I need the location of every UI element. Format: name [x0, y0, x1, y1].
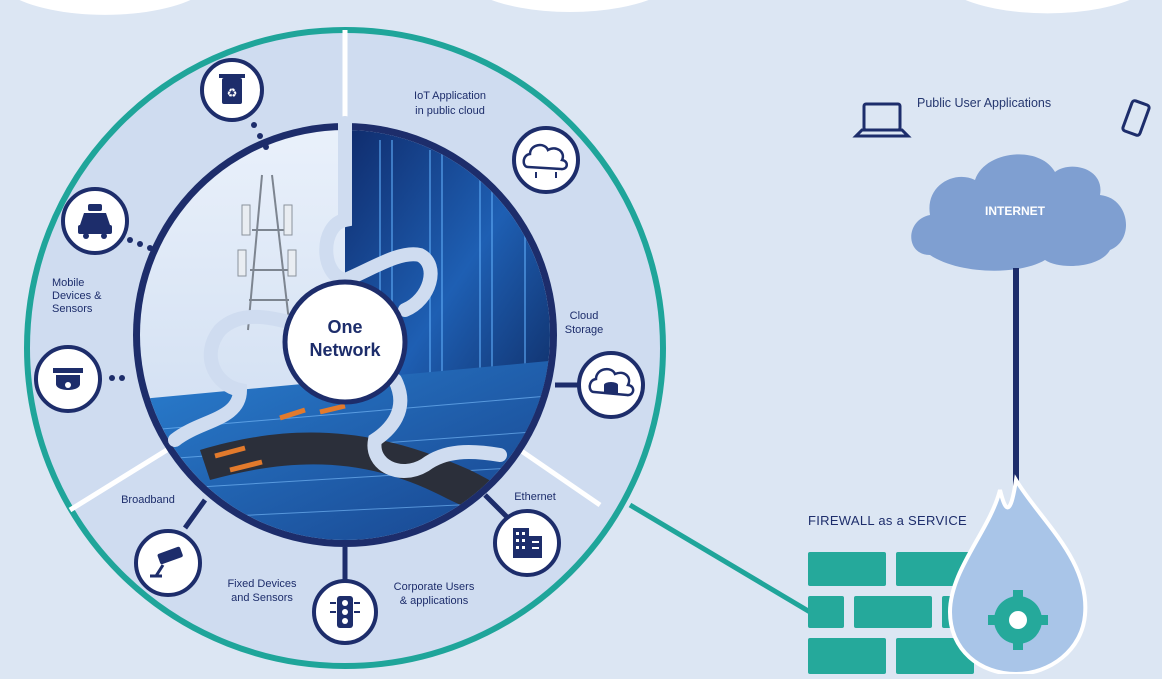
fixed-label-1: Fixed Devices	[227, 578, 297, 590]
public-apps-label: Public User Applications	[917, 96, 1051, 110]
dome-camera-icon	[34, 345, 102, 413]
ethernet-label: Ethernet	[514, 491, 556, 503]
traffic-light-icon	[312, 579, 378, 645]
firewall-label: FIREWALL as a SERVICE	[808, 513, 967, 528]
recycle-bin-icon: ♻	[200, 58, 264, 122]
security-camera-icon	[134, 529, 202, 597]
laptop-icon	[852, 102, 912, 138]
iot-label-1: IoT Application	[414, 90, 486, 102]
iot-label-2: in public cloud	[415, 105, 485, 117]
internet-label: INTERNET	[985, 204, 1046, 218]
center-line2: Network	[309, 340, 381, 360]
firewall-link	[628, 502, 817, 618]
center-line1: One	[327, 317, 362, 337]
top-partial-circles	[19, 0, 1130, 15]
phone-icon	[1121, 99, 1151, 137]
dots	[109, 122, 269, 381]
broadband-label: Broadband	[121, 494, 175, 506]
cloud-storage-icon	[577, 351, 645, 419]
corporate-label-2: & applications	[400, 595, 469, 607]
firewall-wall	[808, 552, 982, 674]
mobile-label-3: Sensors	[52, 303, 93, 315]
building-icon	[493, 509, 561, 577]
one-network-badge	[282, 279, 408, 405]
inner-image: One Network	[133, 116, 557, 547]
mobile-label-1: Mobile	[52, 277, 84, 289]
mobile-label-2: Devices &	[52, 290, 102, 302]
internet-cloud: INTERNET	[911, 154, 1127, 271]
car-icon	[61, 187, 129, 255]
fixed-label-2: and Sensors	[231, 592, 293, 604]
connectors	[182, 382, 580, 580]
corporate-label-1: Corporate Users	[394, 581, 475, 593]
cloud-storage-label-2: Storage	[565, 324, 604, 336]
svg-text:♻: ♻	[227, 86, 238, 100]
iot-cloud-icon	[512, 126, 580, 194]
cloud-storage-label-1: Cloud	[570, 310, 599, 322]
segment-labels: IoT Application in public cloud Cloud St…	[52, 90, 603, 607]
flame-gear-icon	[947, 474, 1088, 677]
